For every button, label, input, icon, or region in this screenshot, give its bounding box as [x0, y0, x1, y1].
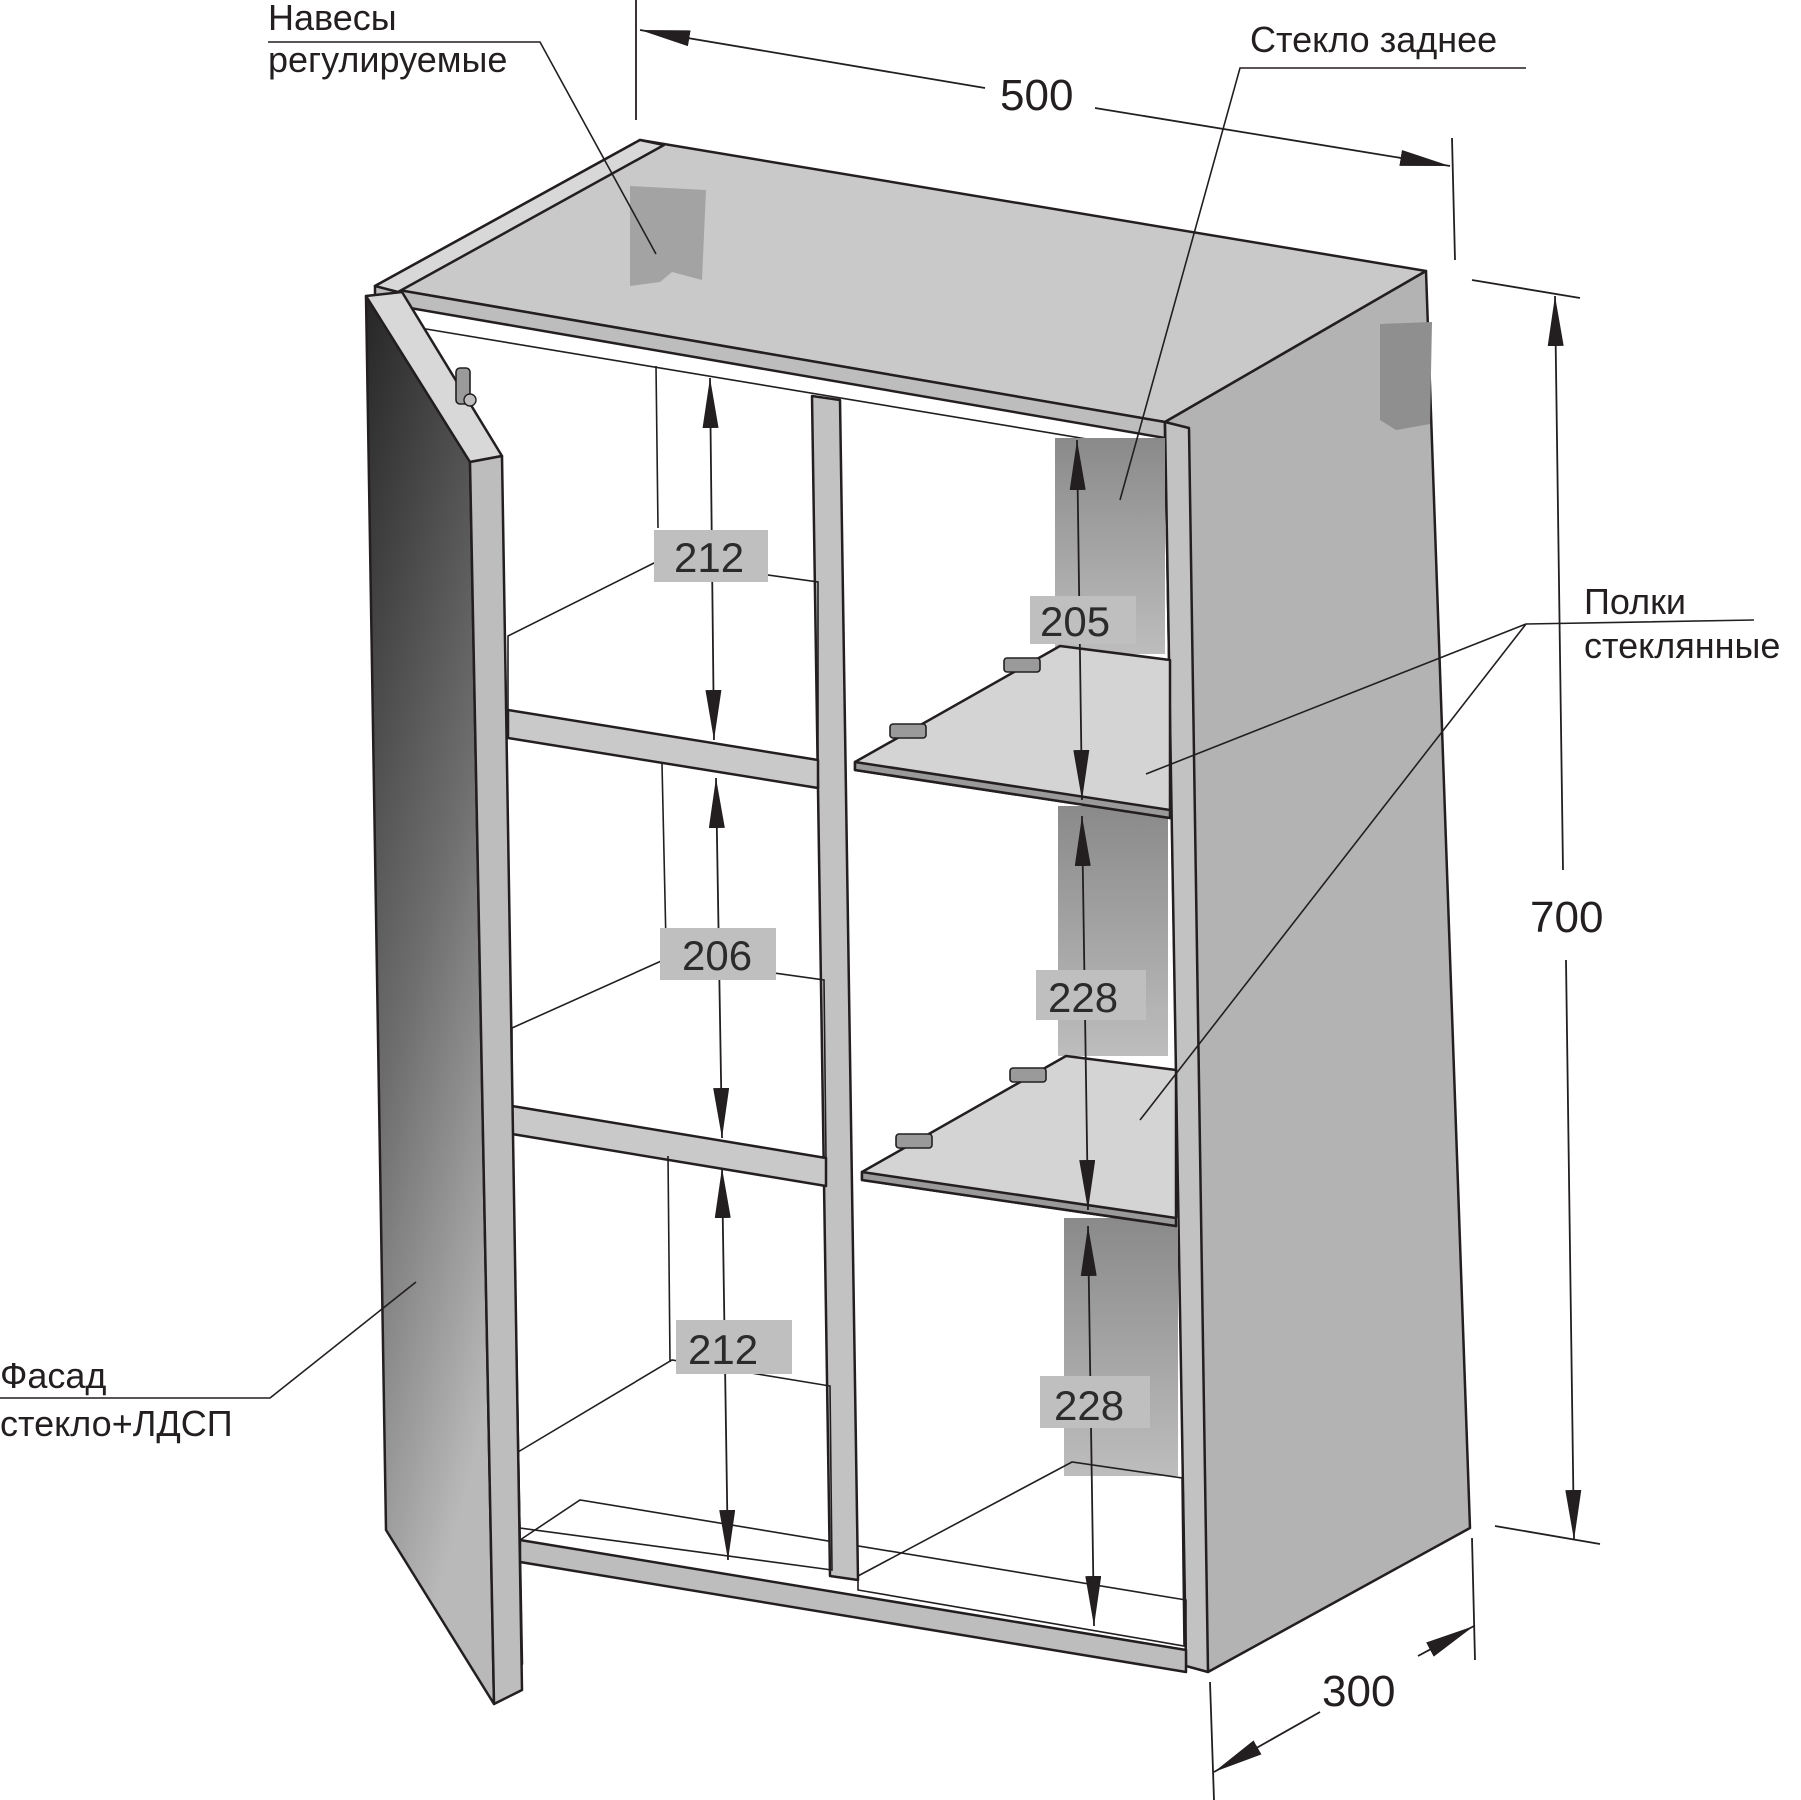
- glass-shelf-upper-edge: [853, 760, 1172, 820]
- left-bottom-floor: [517, 1359, 833, 1571]
- dim-right-bottom: 228: [1054, 1382, 1124, 1429]
- left-shelf-lower: [510, 1104, 828, 1188]
- dim-right-top: 205: [1040, 598, 1110, 645]
- right-side-panel: [1163, 269, 1472, 1674]
- width-ext-right: [1451, 137, 1456, 261]
- left-guide-3: [667, 1155, 671, 1363]
- width-dim-line-a: [639, 29, 986, 89]
- callout-labels: Навесы регулируемые Стекло заднее Полки …: [0, 0, 1780, 1444]
- hinge-mark-side: [1380, 322, 1432, 430]
- height-ext-bottom: [1494, 1525, 1601, 1545]
- label-hinges-2: регулируемые: [268, 39, 507, 80]
- shelves-leader-b: [1139, 623, 1527, 1121]
- dim-left-top: 212: [674, 534, 744, 581]
- depth-dim-line-b: [1417, 1625, 1475, 1657]
- left-guide-1: [655, 365, 659, 529]
- top-left-edge: [373, 138, 666, 294]
- plate-right-middle: [1036, 970, 1146, 1020]
- shelf-support-3: [895, 1133, 933, 1149]
- plate-right-top: [1030, 596, 1136, 644]
- shelf-support-1: [889, 723, 927, 739]
- dimension-labels: 500 700 300 212 206 212 205 228 228: [674, 71, 1603, 1716]
- shelf-support-4: [1009, 1067, 1047, 1083]
- label-facade-2: стекло+ЛДСП: [0, 1403, 233, 1444]
- label-shelves-1: Полки: [1584, 581, 1686, 622]
- dim-right-middle: 228: [1048, 974, 1118, 1021]
- dim-height: 700: [1530, 893, 1603, 942]
- dimension-plates: [654, 530, 1150, 1428]
- height-dim-line-b: [1565, 959, 1582, 1541]
- hinge-mark-top: [630, 186, 706, 286]
- depth-ext-back: [1471, 1537, 1476, 1661]
- leader-lines: [0, 41, 1755, 1399]
- label-facade-1: Фасад: [0, 1355, 106, 1396]
- dim-left-bottom: 212: [688, 1326, 758, 1373]
- left-shelf-upper-top: [507, 559, 819, 761]
- facade-leader: [0, 1281, 417, 1399]
- height-dim-line-a: [1547, 295, 1564, 871]
- back-glass-leader: [1119, 67, 1526, 501]
- depth-ext-front: [1209, 1681, 1215, 1800]
- plate-left-top: [654, 530, 768, 582]
- bottom-floor: [517, 1499, 1187, 1651]
- label-hinges-1: Навесы: [268, 0, 397, 38]
- back-glass-bottom: [1064, 1218, 1178, 1476]
- dim-depth: 300: [1322, 1667, 1395, 1716]
- plate-right-bottom: [1040, 1376, 1150, 1428]
- height-ext-top: [1471, 279, 1581, 299]
- hinges-leader: [268, 41, 657, 255]
- plate-left-middle: [660, 928, 776, 980]
- shelf-supports: [889, 657, 1047, 1149]
- left-guide-2: [661, 763, 667, 945]
- glass-shelf-lower-edge: [860, 1170, 1178, 1228]
- door-facade: [364, 290, 524, 1706]
- right-bottom-floor: [857, 1461, 1185, 1647]
- vertical-partition: [810, 394, 860, 1582]
- hinge-icon: [455, 367, 477, 407]
- label-back-glass: Стекло заднее: [1250, 19, 1497, 60]
- label-shelves-2: стеклянные: [1584, 625, 1780, 666]
- shelf-support-2: [1003, 657, 1041, 673]
- width-dim-line-b: [1094, 107, 1451, 167]
- door-side-edge: [468, 454, 524, 1706]
- plate-left-bottom: [676, 1320, 792, 1374]
- depth-dim-line-a: [1213, 1711, 1321, 1773]
- dim-width: 500: [1000, 71, 1073, 120]
- dim-left-middle: 206: [682, 932, 752, 979]
